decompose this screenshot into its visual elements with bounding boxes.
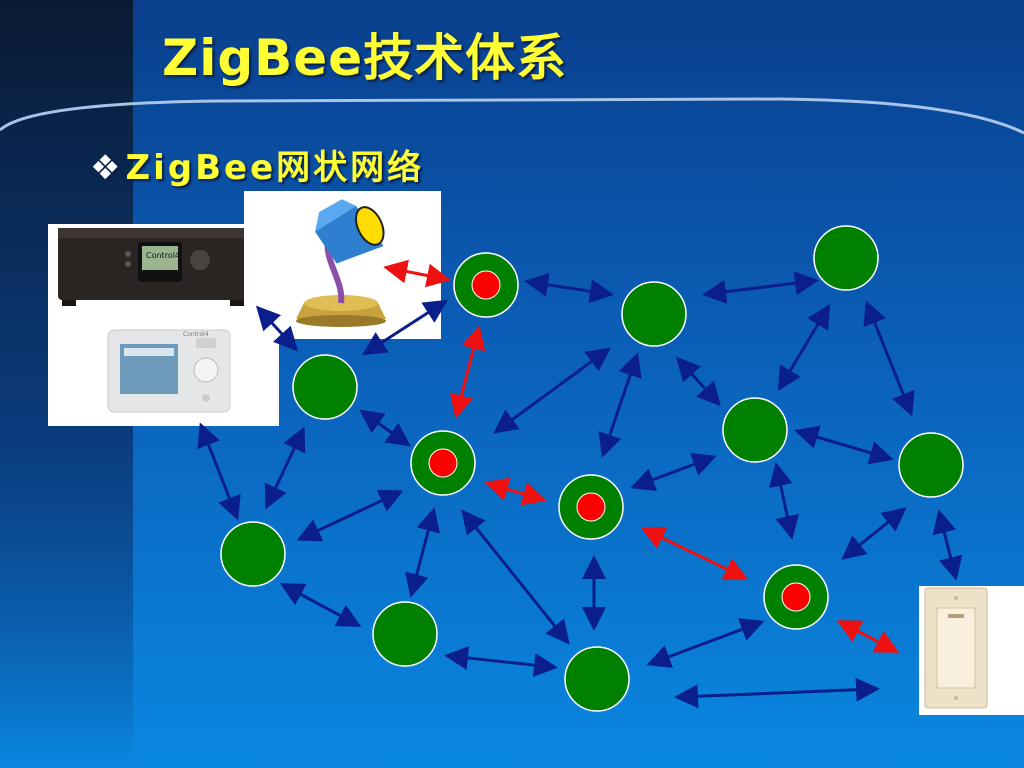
router-core [576,492,606,522]
end-device-node-2 [813,225,879,291]
router-node-1 [453,252,519,318]
mesh-link-arrow-6 [702,271,819,304]
end-device-node-4 [722,397,788,463]
end-device-node-8 [564,646,630,712]
bullet-text: ZigBee网状网络 [125,148,425,188]
mesh-link-arrow-25 [794,425,894,465]
router-node-2 [410,430,476,496]
bullet-diamond-icon: ❖ [90,148,124,188]
mesh-link-arrow-17 [493,347,611,434]
end-device-node-5 [898,432,964,498]
end-device-node-3 [292,354,358,420]
mesh-link-arrow-13 [279,583,362,627]
title-divider-curve [0,97,1024,135]
mesh-link-arrow-19 [675,356,722,407]
router-core [781,582,811,612]
mesh-link-arrow-11 [359,409,411,447]
mesh-link-arrow-12 [296,489,404,542]
wall-switch-icon [924,587,988,709]
controller-photo: Control4 Control4 [48,224,279,426]
switch-photo [919,586,1024,715]
mesh-link-arrow-28 [932,509,963,581]
mesh-link-arrow-15 [461,509,570,645]
mesh-link-arrow-23 [777,303,831,392]
router-link-arrow-0 [383,259,451,288]
end-device-node-6 [220,521,286,587]
mesh-link-arrow-16 [444,645,558,678]
mesh-link-arrow-29 [674,677,880,709]
mesh-link-arrow-22 [646,618,765,668]
end-device-node-1 [621,281,687,347]
mesh-link-arrow-8 [255,305,299,352]
control-box-label: Control4 [146,251,181,260]
mesh-link-arrow-10 [264,426,306,510]
router-link-arrow-4 [836,620,900,653]
controller-device-icon [58,228,268,413]
mesh-link-arrow-9 [197,422,241,521]
router-node-3 [558,474,624,540]
mesh-link-arrow-20 [630,453,717,491]
router-link-arrow-3 [640,527,749,580]
router-node-4 [763,564,829,630]
mesh-link-arrow-27 [841,507,907,560]
mesh-link-arrow-14 [405,507,440,598]
touch-panel-label: Control4 [183,331,209,338]
mesh-link-arrow-26 [768,462,800,540]
mesh-link-arrow-24 [863,300,915,417]
slide-title: ZigBee技术体系 [162,29,568,87]
mesh-link-arrow-7 [361,299,449,356]
router-link-arrow-1 [449,325,486,419]
router-link-arrow-2 [484,477,547,506]
mesh-link-arrow-18 [598,352,642,458]
router-core [471,270,501,300]
end-device-node-7 [372,601,438,667]
mesh-link-arrow-5 [524,272,614,304]
router-core [428,448,458,478]
bullet-heading: ❖ZigBee网状网络 [90,140,424,189]
